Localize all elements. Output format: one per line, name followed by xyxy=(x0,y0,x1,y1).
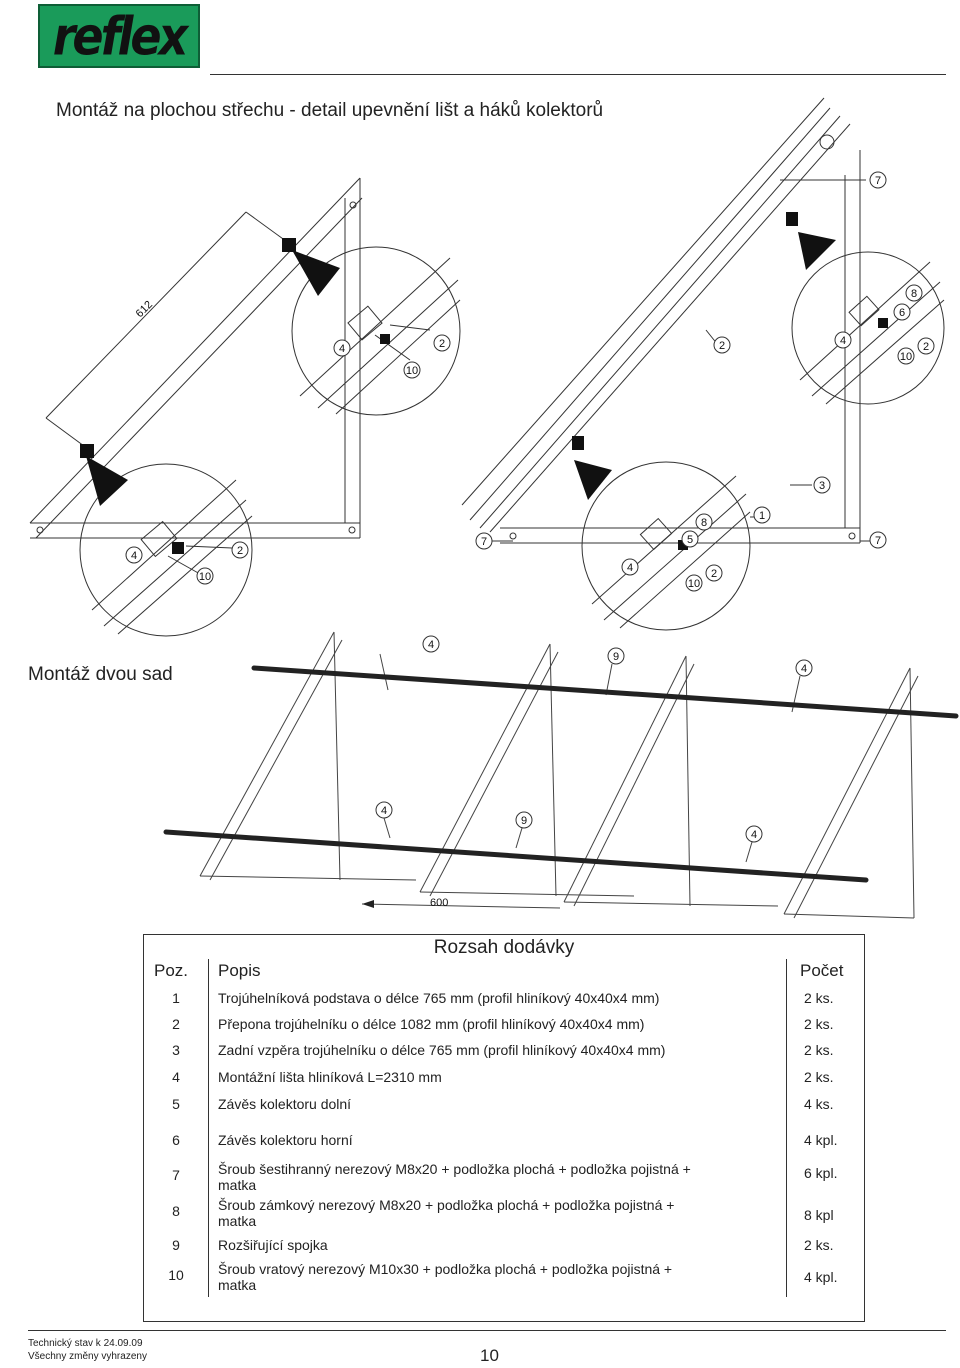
row-poz: 4 xyxy=(172,1069,180,1085)
row-pocet: 2 ks. xyxy=(804,990,834,1006)
row-popis: Závěs kolektoru horní xyxy=(218,1132,353,1148)
dimension-612: 612 xyxy=(134,299,155,320)
callout: 4 xyxy=(339,343,345,355)
callout: 2 xyxy=(711,568,717,580)
page-number: 10 xyxy=(480,1346,499,1365)
callout: 4 xyxy=(801,663,807,675)
callout: 9 xyxy=(521,815,527,827)
row-pocet: 6 kpl. xyxy=(804,1165,838,1181)
callout: 4 xyxy=(751,829,757,841)
callout: 8 xyxy=(701,517,707,529)
row-pocet: 2 ks. xyxy=(804,1069,834,1085)
scope-of-delivery-table: Rozsah dodávky Poz. Popis Počet 1 Trojúh… xyxy=(143,934,865,1322)
row-poz: 7 xyxy=(172,1167,180,1183)
column-header-pocet: Počet xyxy=(800,961,844,980)
reflex-logo: reflex xyxy=(38,4,200,68)
footer-technical-state: Technický stav k 24.09.09 xyxy=(28,1338,143,1349)
row-poz: 2 xyxy=(172,1016,180,1032)
callout: 4 xyxy=(840,335,846,347)
row-pocet: 4 kpl. xyxy=(804,1269,838,1285)
callout: 1 xyxy=(759,510,765,522)
row-popis: Šroub zámkový nerezový M8x20 + podložka … xyxy=(218,1197,675,1229)
row-poz: 1 xyxy=(172,990,180,1006)
right-triangle-frame xyxy=(461,97,861,544)
callout: 4 xyxy=(131,550,137,562)
row-poz: 5 xyxy=(172,1096,180,1112)
section-title-roof-mounting: Montáž na plochou střechu - detail upevn… xyxy=(56,100,604,121)
callout: 6 xyxy=(899,307,905,319)
callout: 10 xyxy=(199,571,211,583)
row-poz: 10 xyxy=(168,1267,184,1283)
row-poz: 3 xyxy=(172,1042,180,1058)
row-pocet: 4 ks. xyxy=(804,1096,834,1112)
callout: 8 xyxy=(911,288,917,300)
callout: 10 xyxy=(406,365,418,377)
row-pocet: 4 kpl. xyxy=(804,1132,838,1148)
row-pocet: 8 kpl xyxy=(804,1207,834,1223)
callout: 2 xyxy=(237,545,243,557)
right-detail-bottom xyxy=(581,461,751,631)
callout: 2 xyxy=(719,340,725,352)
row-pocet: 2 ks. xyxy=(804,1237,834,1253)
callout: 3 xyxy=(819,480,825,492)
callout: 10 xyxy=(688,578,700,590)
row-popis: Rozšiřující spojka xyxy=(218,1237,328,1253)
header-rule xyxy=(210,74,946,75)
row-popis: Šroub šestihranný nerezový M8x20 + podlo… xyxy=(218,1161,691,1193)
logo-text: reflex xyxy=(52,4,189,68)
column-divider xyxy=(208,959,209,1297)
right-detail-top xyxy=(791,251,945,405)
callout: 4 xyxy=(381,805,387,817)
row-popis: Zadní vzpěra trojúhelníku o délce 765 mm… xyxy=(218,1042,666,1058)
dimension-600: 600 xyxy=(430,897,448,909)
column-divider xyxy=(786,959,787,1297)
row-poz: 8 xyxy=(172,1203,180,1219)
callout: 4 xyxy=(627,562,633,574)
row-popis: Šroub vratový nerezový M10x30 + podložka… xyxy=(218,1261,673,1293)
callout: 2 xyxy=(439,338,445,350)
callout: 5 xyxy=(687,534,693,546)
callout: 4 xyxy=(428,639,434,651)
column-header-popis: Popis xyxy=(218,961,261,980)
section-title-two-sets: Montáž dvou sad xyxy=(28,664,173,685)
callout: 7 xyxy=(875,535,881,547)
row-pocet: 2 ks. xyxy=(804,1042,834,1058)
row-popis: Přepona trojúhelníku o délce 1082 mm (pr… xyxy=(218,1016,645,1032)
row-popis: Montážní lišta hliníková L=2310 mm xyxy=(218,1069,442,1085)
callout: 7 xyxy=(875,175,881,187)
left-detail-bottom xyxy=(79,463,253,637)
table-heading: Rozsah dodávky xyxy=(433,937,575,958)
row-pocet: 2 ks. xyxy=(804,1016,834,1032)
row-poz: 6 xyxy=(172,1132,180,1148)
technical-drawing: 612 4 2 10 4 2 10 7 2 8 6 4 1 xyxy=(29,97,959,919)
callout: 9 xyxy=(613,651,619,663)
callout: 7 xyxy=(481,536,487,548)
footer-rule xyxy=(28,1330,946,1331)
left-triangle-frame xyxy=(29,177,363,539)
row-poz: 9 xyxy=(172,1237,180,1253)
callout: 2 xyxy=(923,341,929,353)
callout: 10 xyxy=(900,351,912,363)
row-popis: Závěs kolektoru dolní xyxy=(218,1096,352,1112)
footer-rights-note: Všechny změny vyhrazeny xyxy=(28,1351,147,1362)
column-header-poz: Poz. xyxy=(154,961,189,980)
row-popis: Trojúhelníková podstava o délce 765 mm (… xyxy=(218,990,660,1006)
